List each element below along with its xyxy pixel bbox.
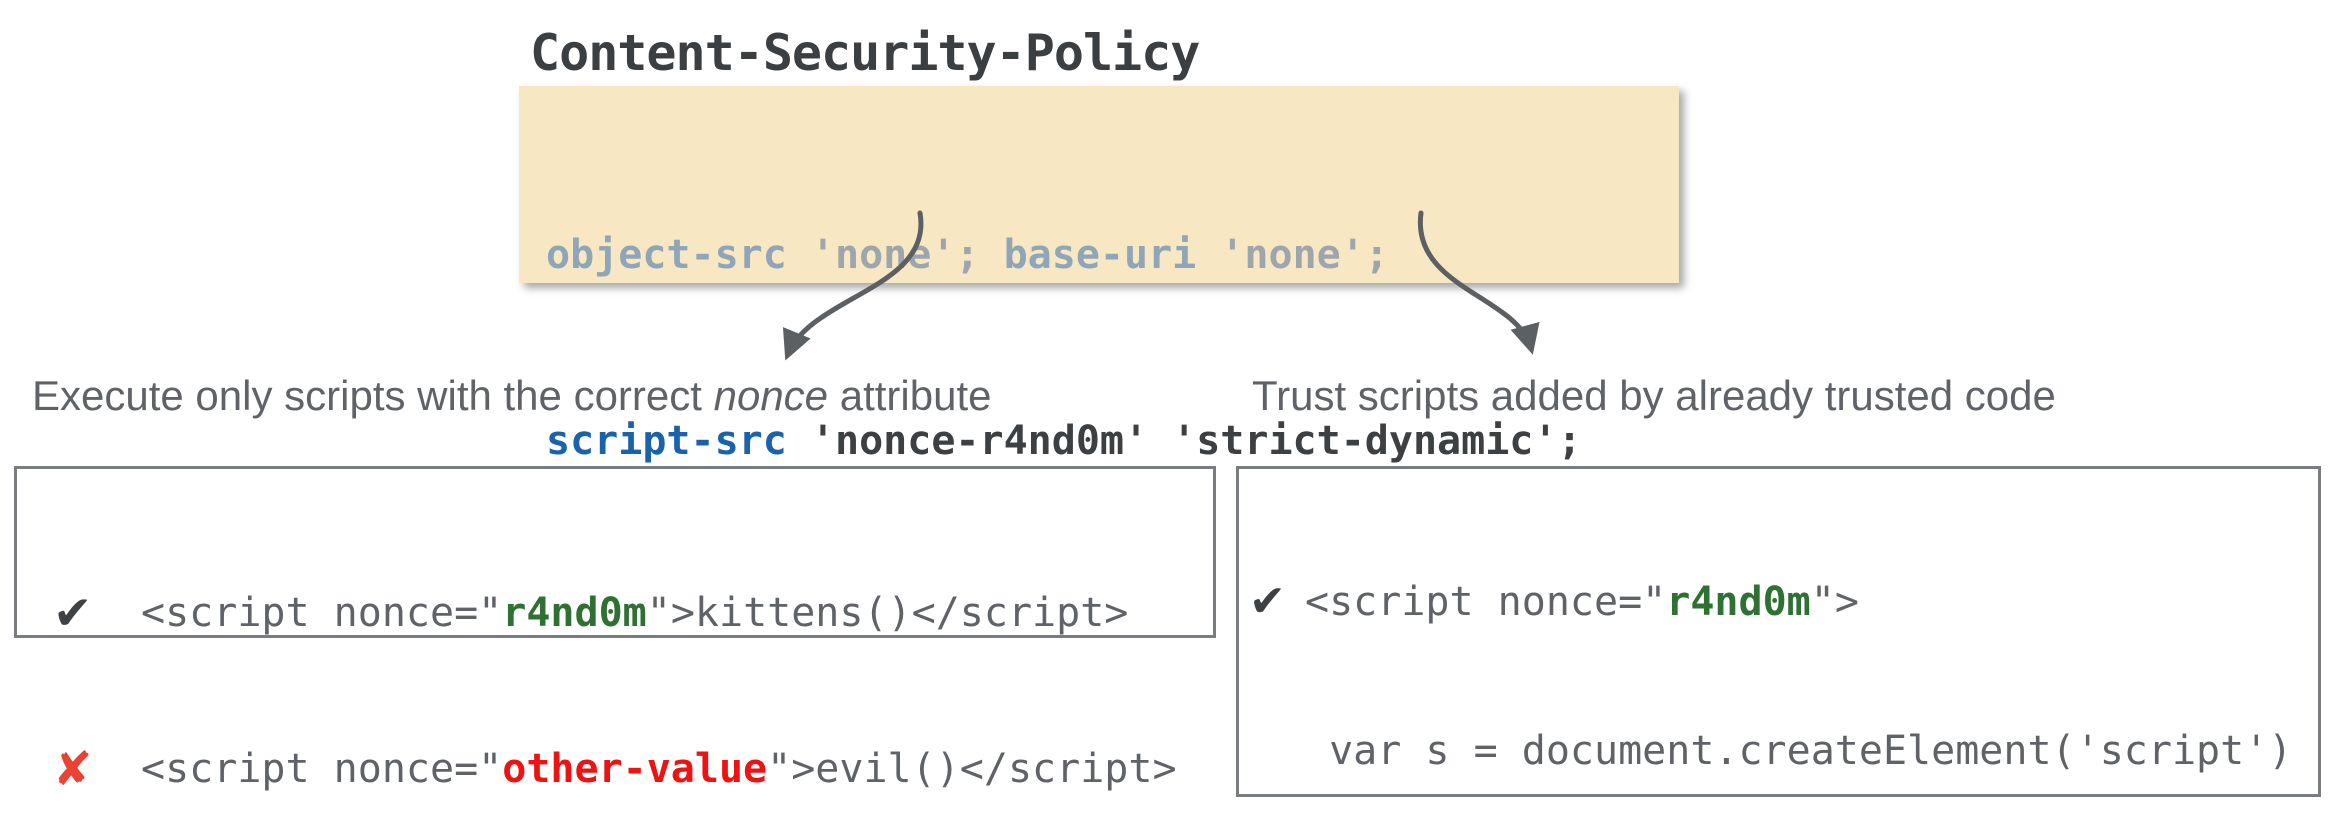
code-segment: "> (1810, 578, 1859, 625)
code-segment: script-src (546, 418, 787, 464)
code-segment: 'nonce-r4nd0m' 'strict-dynamic'; (786, 418, 1582, 464)
nonce-example-box: ✔ <script nonce="r4nd0m">kittens()</scri… (14, 466, 1216, 793)
annotation-strict-dynamic: Trust scripts added by already trusted c… (1252, 372, 2056, 420)
code-segment: base-uri (1003, 232, 1197, 278)
code-text: <script nonce="other-value">evil()</scri… (141, 746, 1177, 792)
policy-line-script-src: script-src 'nonce-r4nd0m' 'strict-dynami… (546, 410, 1679, 472)
annotation-nonce: Execute only scripts with the correct no… (32, 372, 991, 420)
code-segment: Trust scripts added by already trusted c… (1252, 372, 2056, 419)
cross-icon: ✘ (53, 741, 93, 797)
code-segment: <script nonce=" (1305, 578, 1667, 625)
code-segment: r4nd0m (1666, 578, 1811, 625)
code-text: <script nonce="r4nd0m">kittens()</script… (141, 590, 1128, 636)
csp-policy-box: object-src 'none'; base-uri 'none'; scri… (519, 86, 1679, 464)
page-title: Content-Security-Policy (530, 24, 1200, 82)
check-icon: ✔ (1249, 575, 1286, 627)
code-segment: r4nd0m (502, 590, 647, 636)
code-line-create-element: var s = document.createElement('script') (1249, 722, 2318, 779)
code-line-valid-nonce: ✔ <script nonce="r4nd0m">kittens()</scri… (53, 581, 1213, 645)
code-segment: <script nonce=" (141, 746, 503, 792)
code-line-script-open: ✔ <script nonce="r4nd0m"> (1249, 573, 2318, 630)
code-segment: var s = document.createElement('script') (1305, 727, 2293, 774)
code-segment: nonce (713, 372, 829, 419)
code-segment: attribute (828, 372, 992, 419)
code-segment: 'none'; (1196, 232, 1389, 278)
code-line-invalid-nonce: ✘ <script nonce="other-value">evil()</sc… (53, 737, 1213, 801)
code-segment: object-src (546, 232, 787, 278)
policy-line-object-src: object-src 'none'; base-uri 'none'; (546, 224, 1679, 286)
code-segment: 'none'; (786, 232, 1004, 278)
code-text: var s = document.createElement('script') (1305, 728, 2292, 774)
check-icon: ✔ (53, 585, 93, 641)
strict-dynamic-example-box: ✔ <script nonce="r4nd0m"> var s = docume… (1236, 466, 2321, 797)
code-segment: other-value (502, 746, 768, 792)
code-segment: ">evil()</script> (767, 746, 1177, 792)
code-text: <script nonce="r4nd0m"> (1305, 579, 1859, 625)
code-segment: Execute only scripts with the correct (32, 372, 714, 419)
code-segment: ">kittens()</script> (646, 590, 1129, 636)
code-segment: <script nonce=" (141, 590, 503, 636)
